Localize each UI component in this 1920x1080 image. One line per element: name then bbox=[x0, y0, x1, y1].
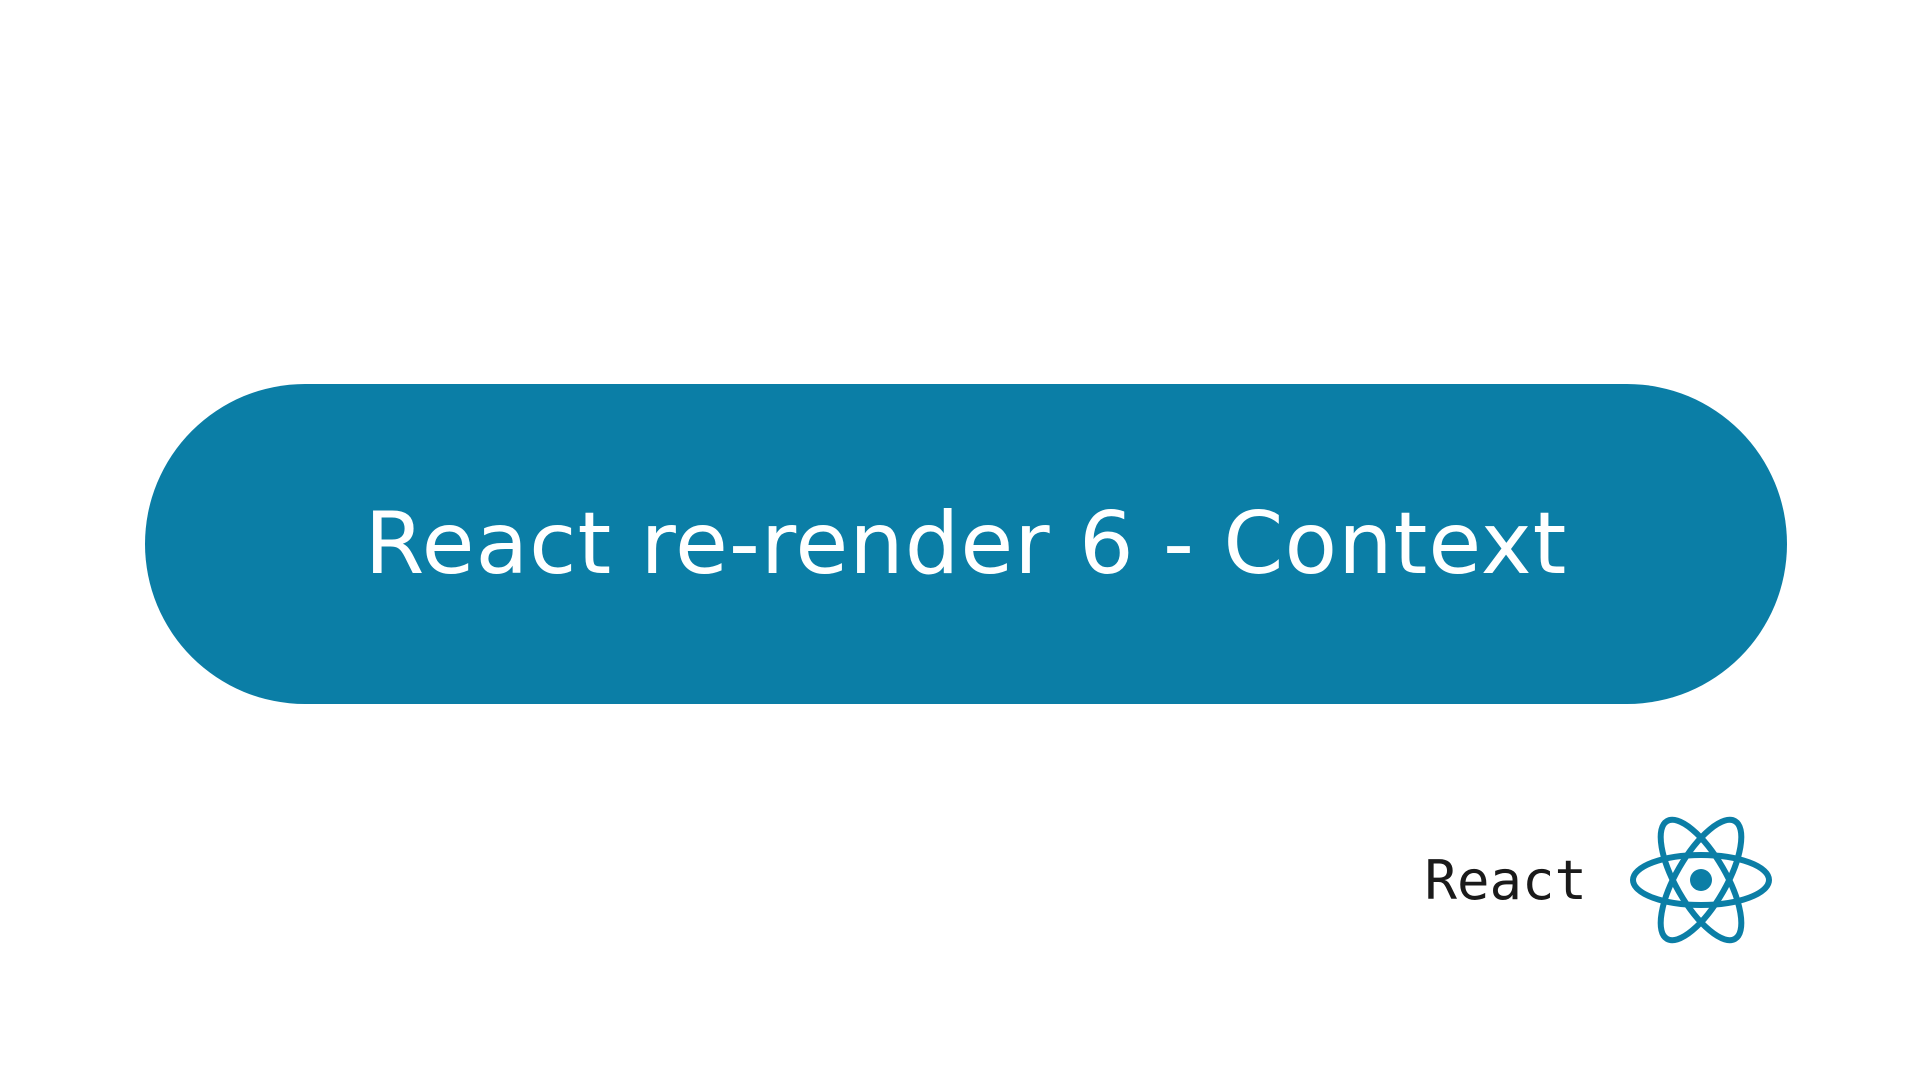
brand-footer: React bbox=[1424, 810, 1775, 950]
orbit-diagonal-a bbox=[1657, 816, 1745, 944]
title-banner: React re-render 6 - Context bbox=[145, 384, 1787, 704]
nucleus bbox=[1690, 869, 1712, 891]
react-atom-icon bbox=[1630, 816, 1772, 944]
slide-title: React re-render 6 - Context bbox=[364, 494, 1568, 594]
orbit-horizontal bbox=[1630, 852, 1772, 908]
brand-label: React bbox=[1424, 848, 1587, 912]
orbit-diagonal-b bbox=[1657, 816, 1745, 944]
